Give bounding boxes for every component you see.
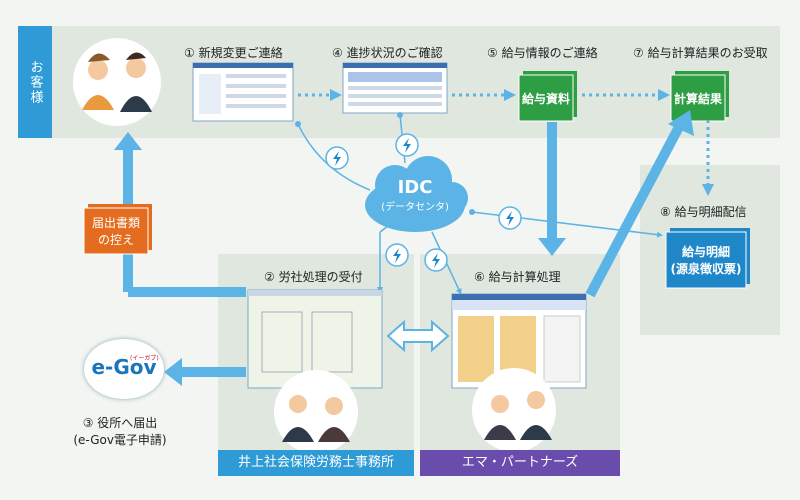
customer-label: お客様 [18,26,52,138]
result-doc-stack [670,71,729,122]
window-screenshot-1 [192,62,294,122]
payslip-line2: (源泉徴収票) [670,262,742,276]
step-6-label: ⑥ 給与計算処理 [474,270,561,284]
idc-label: IDC (データセンタ) [360,155,470,235]
step-3-line2: (e-Gov電子申請) [73,433,167,447]
step-3-label: ③ 役所へ届出 (e-Gov電子申請) [60,414,180,448]
payroll-office-label: エマ・パートナーズ [420,450,620,476]
window-screenshot-4 [342,62,448,114]
step-3-line1: ③ 役所へ届出 [82,416,158,430]
egov-kana: (イーガブ) [130,355,159,362]
idc-title: IDC [397,177,433,198]
step-5-label: ⑤ 給与情報のご連絡 [487,46,598,60]
step-7-label: ⑦ 給与計算結果のお受取 [633,46,768,60]
copies-doc-stack [83,204,152,255]
payslip-line1: 給与明細 [681,245,730,259]
payroll-doc-label: 給与資料 [521,91,570,106]
copies-doc-label: 届出書類 の控え [84,208,148,254]
payslip-doc-label: 給与明細 (源泉徴収票) [666,232,746,288]
double-arrow [386,319,450,353]
result-doc-label: 計算結果 [673,91,722,106]
egov-logo: e-Gov (イーガブ) [84,339,164,399]
labor-office-label: 井上社会保険労務士事務所 [218,450,414,476]
copies-line1: 届出書類 [91,216,140,230]
cloud-icon [365,156,468,232]
step-4-label: ④ 進捗状況のご確認 [332,46,443,60]
step-1-label: ① 新規変更ご連絡 [184,46,283,60]
payslip-doc-stack [665,228,750,289]
payroll-doc-stack [518,71,577,122]
customer-people-icon [73,38,161,126]
step-8-label: ⑧ 給与明細配信 [660,205,747,219]
step-2-label: ② 労社処理の受付 [264,270,363,284]
egov-mark: e-Gov [91,355,157,379]
copies-line2: の控え [97,233,134,247]
idc-subtitle: (データセンタ) [381,202,449,213]
